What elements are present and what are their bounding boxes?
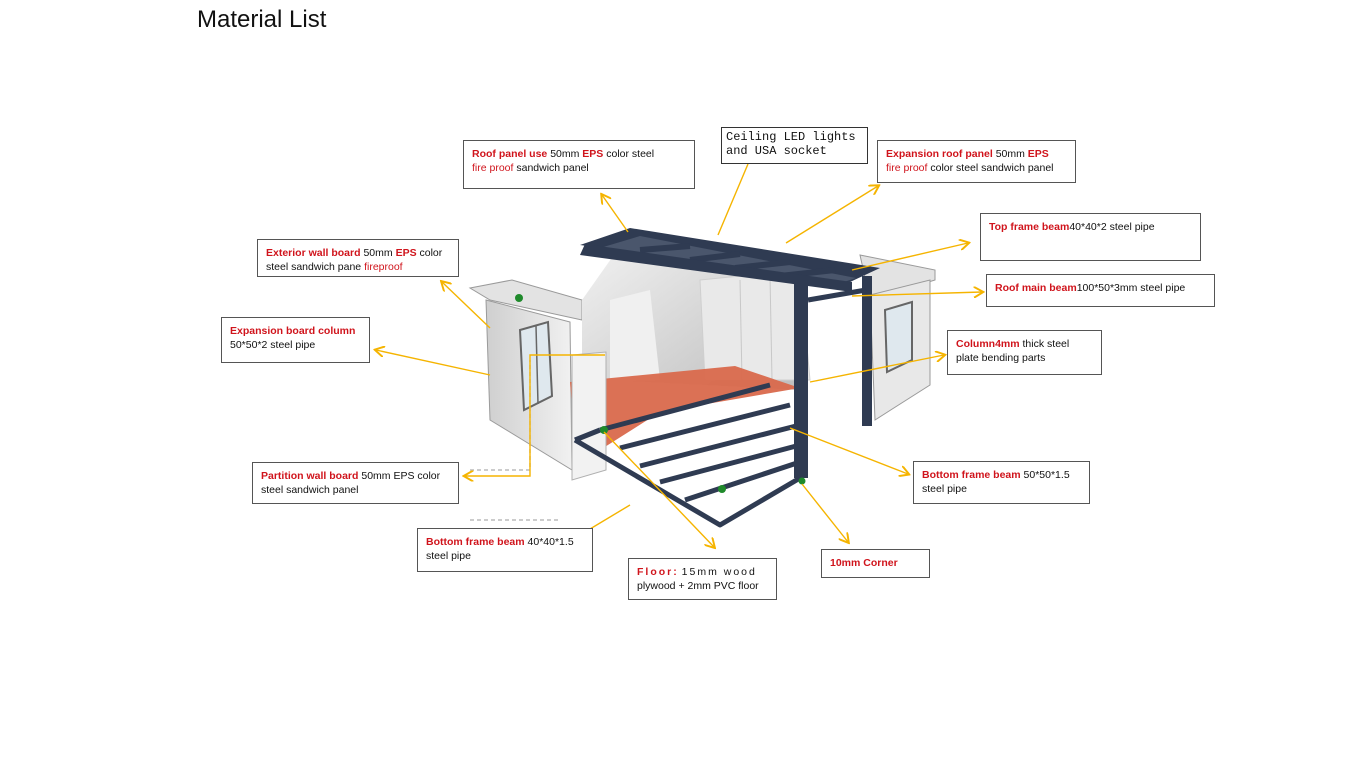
- label-column: Column4mm thick steel plate bending part…: [947, 330, 1102, 375]
- label-exterior-wall: Exterior wall board 50mm EPS color steel…: [257, 239, 459, 277]
- label-top-frame-beam: Top frame beam40*40*2 steel pipe: [980, 213, 1201, 261]
- partition-wall: [571, 351, 607, 481]
- left-expansion-room: [468, 279, 583, 471]
- label-bottom-frame-beam-left: Bottom frame beam 40*40*1.5 steel pipe: [417, 528, 593, 572]
- label-roof-main-beam: Roof main beam100*50*3mm steel pipe: [986, 274, 1215, 307]
- page-title: Material List: [197, 6, 327, 33]
- roof-frame: [580, 228, 880, 478]
- label-bottom-frame-beam-right: Bottom frame beam 50*50*1.5 steel pipe: [913, 461, 1090, 504]
- label-expansion-roof: Expansion roof panel 50mm EPS fire proof…: [877, 140, 1076, 183]
- right-expansion-room: [859, 254, 936, 421]
- marker-dots: [515, 294, 806, 493]
- leader-arrows: [376, 163, 982, 547]
- label-corner: 10mm Corner: [821, 549, 930, 578]
- label-floor: Floor: 15mm wood plywood + 2mm PVC floor: [628, 558, 777, 600]
- label-roof-panel: Roof panel use 50mm EPS color steel fire…: [463, 140, 695, 189]
- label-partition-wall: Partition wall board 50mm EPS color stee…: [252, 462, 459, 504]
